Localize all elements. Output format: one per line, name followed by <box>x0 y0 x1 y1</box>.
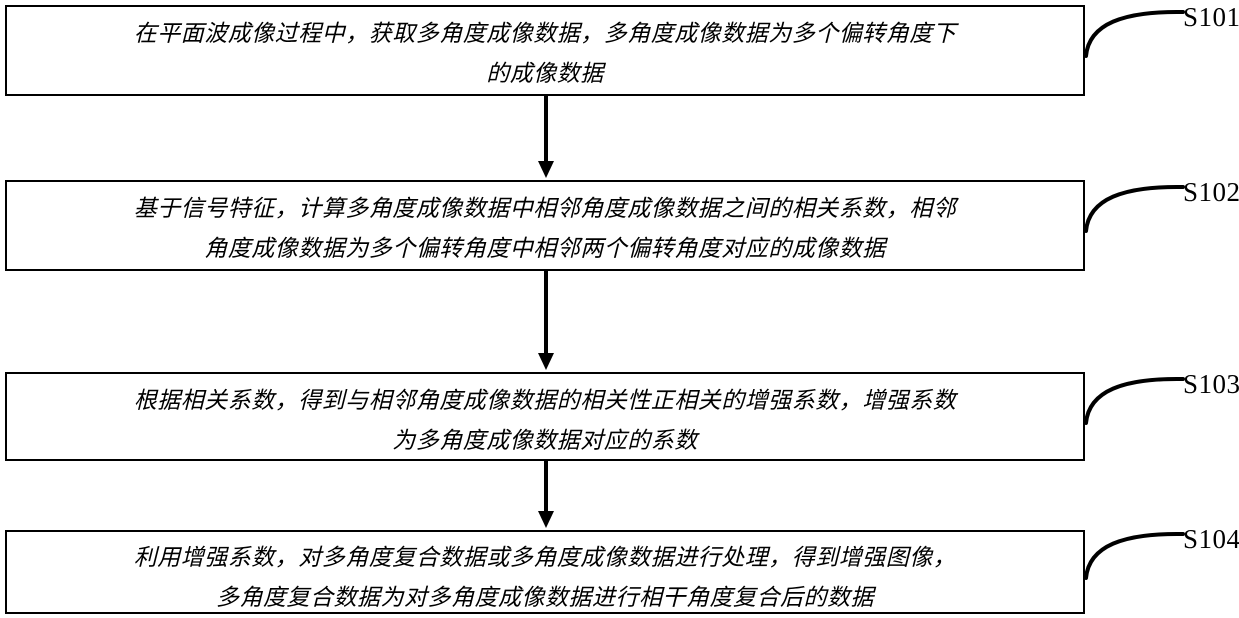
step-reference-s103: S103 <box>1083 369 1239 427</box>
process-step-text-s101: 在平面波成像过程中，获取多角度成像数据，多角度成像数据为多个偏转角度下 的成像数… <box>133 21 957 87</box>
arrow-shaft <box>544 96 548 163</box>
process-step-box-s103: 根据相关系数，得到与相邻角度成像数据的相关性正相关的增强系数，增强系数 为多角度… <box>5 372 1085 461</box>
process-step-text-s104: 利用增强系数，对多角度复合数据或多角度成像数据进行处理，得到增强图像， 多角度复… <box>133 545 957 611</box>
process-step-box-s104: 利用增强系数，对多角度复合数据或多角度成像数据进行处理，得到增强图像， 多角度复… <box>5 530 1085 614</box>
step-reference-s104: S104 <box>1083 524 1239 582</box>
connector-arrow-s101-to-s102 <box>538 96 554 180</box>
process-step-text-s103: 根据相关系数，得到与相邻角度成像数据的相关性正相关的增强系数，增强系数 为多角度… <box>133 388 957 454</box>
step-reference-label-s103: S103 <box>1183 369 1239 399</box>
leader-line-icon <box>1084 531 1185 580</box>
connector-arrow-s102-to-s103 <box>538 271 554 372</box>
step-reference-label-s104: S104 <box>1183 524 1239 554</box>
step-reference-s102: S102 <box>1083 177 1239 235</box>
step-reference-s101: S101 <box>1083 2 1239 60</box>
process-step-box-s101: 在平面波成像过程中，获取多角度成像数据，多角度成像数据为多个偏转角度下 的成像数… <box>5 5 1085 96</box>
step-reference-label-s102: S102 <box>1183 177 1239 207</box>
arrow-shaft <box>544 461 548 513</box>
step-reference-label-s101: S101 <box>1183 2 1239 32</box>
process-step-box-s102: 基于信号特征，计算多角度成像数据中相邻角度成像数据之间的相关系数，相邻 角度成像… <box>5 180 1085 271</box>
leader-line-icon <box>1084 184 1185 233</box>
leader-line-icon <box>1084 9 1185 58</box>
arrow-shaft <box>544 271 548 355</box>
leader-line-icon <box>1084 376 1185 425</box>
process-step-text-s102: 基于信号特征，计算多角度成像数据中相邻角度成像数据之间的相关系数，相邻 角度成像… <box>133 196 957 262</box>
arrow-head-icon <box>538 161 554 178</box>
arrow-head-icon <box>538 511 554 528</box>
connector-arrow-s103-to-s104 <box>538 461 554 530</box>
arrow-head-icon <box>538 353 554 370</box>
